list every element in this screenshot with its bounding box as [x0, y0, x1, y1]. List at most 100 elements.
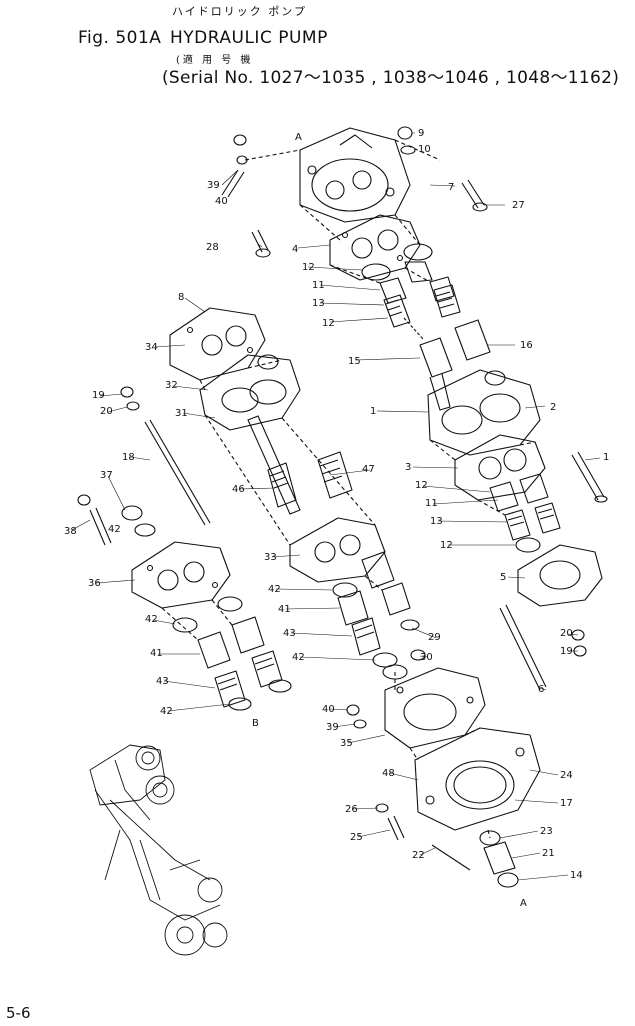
callout-25: 25	[350, 832, 363, 843]
o-ring	[134, 523, 156, 537]
cover-plate	[169, 307, 266, 381]
callout-4-top: 4	[292, 244, 298, 255]
callout-20-right: 20	[560, 628, 573, 639]
bolt	[375, 803, 405, 841]
driven-gear	[317, 451, 353, 499]
side-plate	[329, 214, 433, 283]
callout-12-mid: 12	[322, 318, 335, 329]
callout-19-left: 19	[92, 390, 105, 401]
callout-2: 2	[550, 402, 556, 413]
callout-47: 47	[362, 464, 375, 475]
callout-42-left-lower: 42	[160, 706, 173, 717]
callout-36: 36	[88, 578, 101, 589]
mounting-flange	[384, 667, 486, 749]
stud-bolt	[571, 451, 608, 503]
callout-12-top: 12	[302, 262, 315, 273]
callout-3: 3	[405, 462, 411, 473]
bushing	[197, 616, 283, 708]
callout-13-top: 13	[312, 298, 325, 309]
callout-31: 31	[175, 408, 188, 419]
part-callouts: A 9 10 7 27 39 40 28 4 12 11 13 12 16 15…	[64, 128, 609, 909]
callout-15: 15	[348, 356, 361, 367]
callout-46: 46	[232, 484, 245, 495]
o-ring	[361, 263, 391, 281]
cover-plate	[131, 541, 231, 609]
page-number: 5-6	[6, 1004, 31, 1022]
japanese-title: ハイドロリック ポンプ	[172, 5, 307, 18]
bushing	[361, 551, 395, 589]
callout-9: 9	[418, 128, 424, 139]
bolt	[251, 229, 271, 258]
callout-48: 48	[382, 768, 395, 779]
leader-lines	[71, 132, 601, 881]
o-ring	[332, 582, 358, 598]
callout-11-right: 11	[425, 498, 438, 509]
callout-8: 8	[178, 292, 184, 303]
callout-ref-a: A	[295, 132, 302, 143]
callout-22: 22	[412, 850, 425, 861]
o-ring	[515, 537, 541, 553]
callout-13-right: 13	[430, 516, 443, 527]
callout-12-right: 12	[415, 480, 428, 491]
coupling	[479, 830, 516, 875]
gear-housing	[199, 354, 301, 431]
bushing	[379, 276, 455, 304]
o-ring	[400, 619, 420, 631]
adapter-housing	[414, 727, 541, 831]
callout-24: 24	[560, 770, 573, 781]
callout-23: 23	[540, 826, 553, 837]
gear-housing	[427, 369, 541, 456]
figure-number: Fig. 501A	[78, 28, 162, 48]
callout-19-right: 19	[560, 646, 573, 657]
callout-16: 16	[520, 340, 533, 351]
callout-10: 10	[418, 144, 431, 155]
callout-35: 35	[340, 738, 353, 749]
callout-1-right: 1	[603, 452, 609, 463]
callout-30: 30	[420, 652, 433, 663]
pump-rear-cover	[299, 127, 411, 223]
callout-6: 6	[538, 684, 544, 695]
figure-title: HYDRAULIC PUMP	[170, 28, 328, 48]
stud-bolt	[120, 386, 211, 526]
driven-gear	[433, 284, 491, 361]
washer	[353, 719, 367, 729]
callout-37: 37	[100, 470, 113, 481]
nut	[397, 126, 416, 155]
bolt	[221, 134, 248, 198]
callout-1-top: 1	[370, 406, 376, 417]
side-plate	[454, 434, 546, 501]
callout-11-top: 11	[312, 280, 325, 291]
callout-14: 14	[570, 870, 583, 881]
nut	[346, 704, 360, 716]
callout-26: 26	[345, 804, 358, 815]
o-ring	[217, 596, 243, 612]
side-plate	[289, 517, 386, 583]
callout-39-lower: 39	[326, 722, 339, 733]
callout-7: 7	[448, 182, 454, 193]
callout-38: 38	[64, 526, 77, 537]
o-ring	[268, 679, 292, 693]
drive-gear	[383, 294, 453, 411]
callout-44: 42	[108, 524, 121, 535]
bushing	[337, 582, 411, 656]
callout-40-lower: 40	[322, 704, 335, 715]
callout-42-left: 42	[145, 614, 158, 625]
callout-5: 5	[500, 572, 506, 583]
drive-shaft	[247, 415, 301, 515]
callout-17: 17	[560, 798, 573, 809]
bolt	[461, 179, 488, 212]
callout-33: 33	[264, 552, 277, 563]
callout-34: 34	[145, 342, 158, 353]
callout-42-mid: 42	[268, 584, 281, 595]
nut	[410, 649, 426, 661]
callout-32: 32	[165, 380, 178, 391]
callout-ref-a-bottom: A	[520, 898, 527, 909]
japanese-serial-label: (適 用 号 機	[176, 55, 254, 66]
callout-ref-b: B	[252, 718, 259, 729]
callout-40: 40	[215, 196, 228, 207]
callout-12-right-lower: 12	[440, 540, 453, 551]
o-ring	[172, 617, 198, 633]
serial-range: (Serial No. 1027～1035 , 1038～1046 , 1048…	[162, 68, 620, 88]
callout-20-left: 20	[100, 406, 113, 417]
callout-39: 39	[207, 180, 220, 191]
